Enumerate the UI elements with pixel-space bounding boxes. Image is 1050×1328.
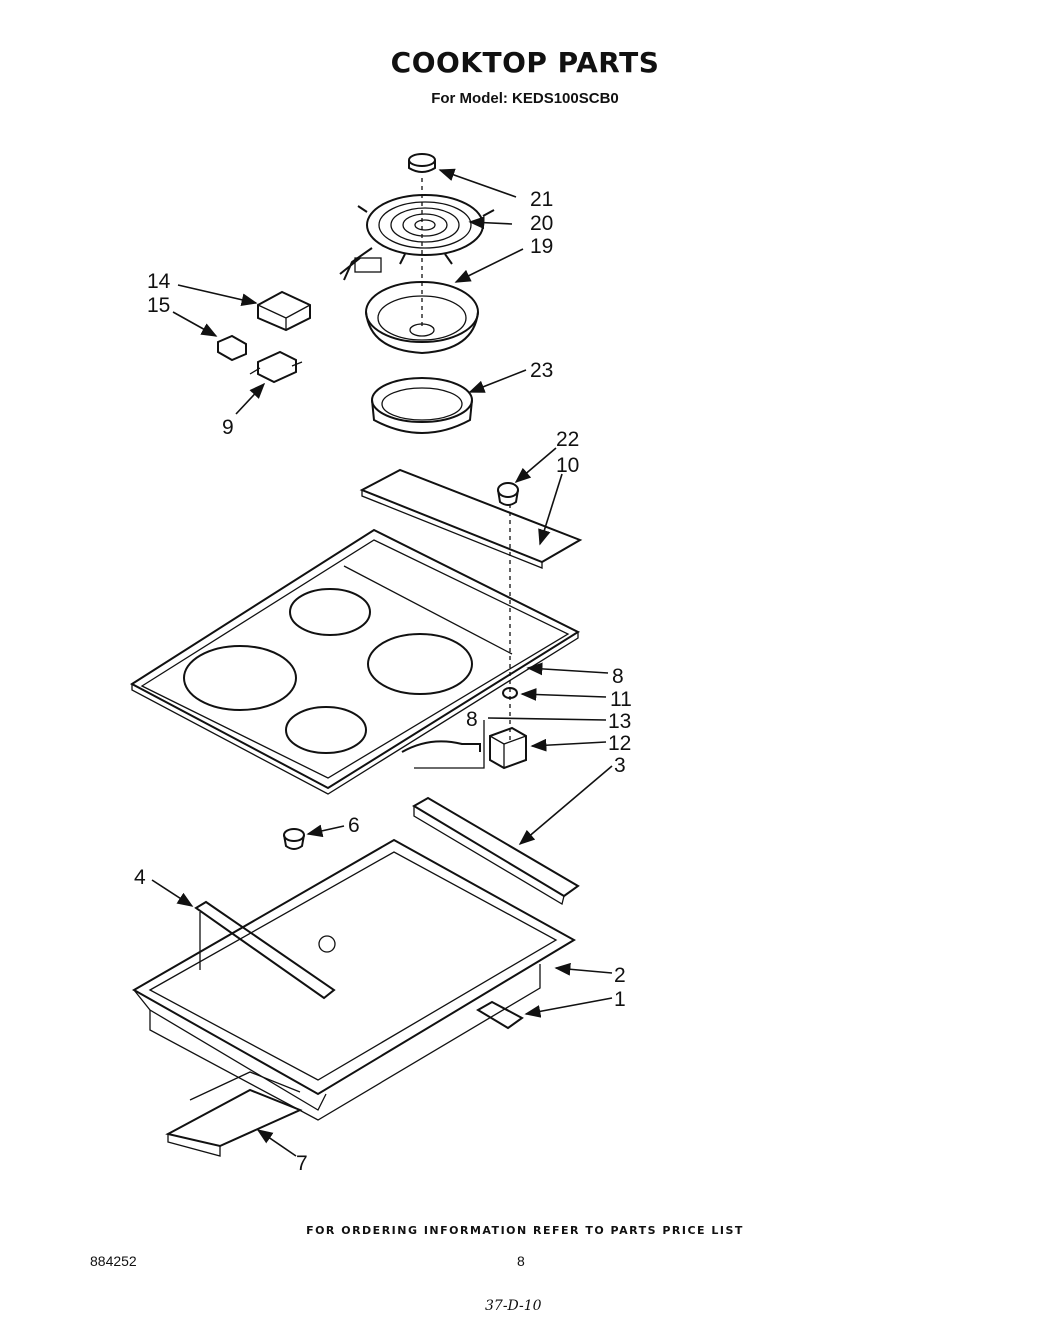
callout-8-top: 8 xyxy=(612,665,624,688)
callout-22: 22 xyxy=(556,428,579,451)
callout-9: 9 xyxy=(222,416,234,439)
page-number: 8 xyxy=(517,1253,525,1269)
callout-8-side: 8 xyxy=(466,708,478,731)
callout-10: 10 xyxy=(556,454,579,477)
part-6-grommet xyxy=(283,828,305,850)
part-14-terminal-block-cover xyxy=(257,290,311,332)
ordering-note: FOR ORDERING INFORMATION REFER TO PARTS … xyxy=(306,1224,744,1237)
handwritten-note: 37-D-10 xyxy=(485,1298,542,1314)
part-10-control-panel xyxy=(359,468,583,569)
callout-13: 13 xyxy=(608,710,631,733)
part-21-cap xyxy=(408,153,436,173)
leader-lines xyxy=(151,168,613,1157)
callout-11: 11 xyxy=(610,688,632,711)
part-15-clip xyxy=(217,334,247,362)
callout-23: 23 xyxy=(530,359,553,382)
part-4-cross-bar xyxy=(194,900,336,1000)
part-1-rear-bracket xyxy=(476,1000,524,1030)
part-12-switch xyxy=(489,726,527,770)
part-22-knob xyxy=(497,482,519,506)
callout-2: 2 xyxy=(614,964,626,987)
callout-21: 21 xyxy=(530,188,553,211)
callout-19: 19 xyxy=(530,235,553,258)
page-title: COOKTOP PARTS xyxy=(390,46,660,79)
callout-14: 14 xyxy=(147,270,171,293)
callout-4: 4 xyxy=(134,866,146,889)
callout-12: 12 xyxy=(608,732,631,755)
callout-20: 20 xyxy=(530,212,553,235)
callout-6: 6 xyxy=(348,814,360,837)
document-number: 884252 xyxy=(90,1253,137,1269)
part-3-bracket xyxy=(412,796,580,906)
main-cooktop-panel xyxy=(130,528,581,795)
part-23-trim-ring xyxy=(371,377,473,434)
part-13-wire xyxy=(401,720,485,769)
model-subtitle: For Model: KEDS100SCB0 xyxy=(431,90,619,107)
part-2-burner-box xyxy=(131,838,576,1121)
part-9-receptacle xyxy=(249,350,303,384)
part-7-duct xyxy=(165,1071,303,1157)
callout-7: 7 xyxy=(296,1152,308,1175)
callout-15: 15 xyxy=(147,294,170,317)
callout-1: 1 xyxy=(614,988,626,1011)
part-20-surface-element xyxy=(339,194,495,281)
callout-3: 3 xyxy=(614,754,626,777)
